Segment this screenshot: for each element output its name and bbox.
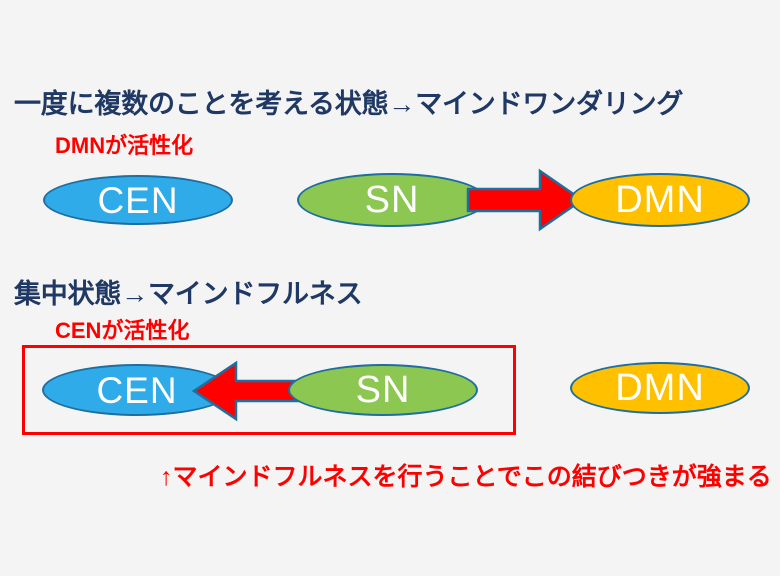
mindfulness-caption: ↑マインドフルネスを行うことでこの結びつきが強まる	[160, 464, 772, 491]
node-cen-row1[interactable]: CEN	[43, 175, 233, 225]
cen-sn-highlight-box	[22, 345, 516, 435]
sn-to-dmn-arrow-icon	[466, 168, 585, 232]
node-dmn-row1[interactable]: DMN	[570, 173, 750, 227]
dmn-active-label: DMNが活性化	[55, 133, 194, 158]
cen-active-label: CENが活性化	[55, 318, 190, 343]
node-dmn-row2[interactable]: DMN	[570, 362, 750, 414]
mind-wandering-heading: 一度に複数のことを考える状態→マインドワンダリング	[14, 89, 684, 119]
node-sn-row1[interactable]: SN	[297, 173, 487, 227]
mindfulness-heading: 集中状態→マインドフルネス	[14, 279, 363, 309]
node-sn-row2[interactable]: SN	[288, 364, 478, 416]
